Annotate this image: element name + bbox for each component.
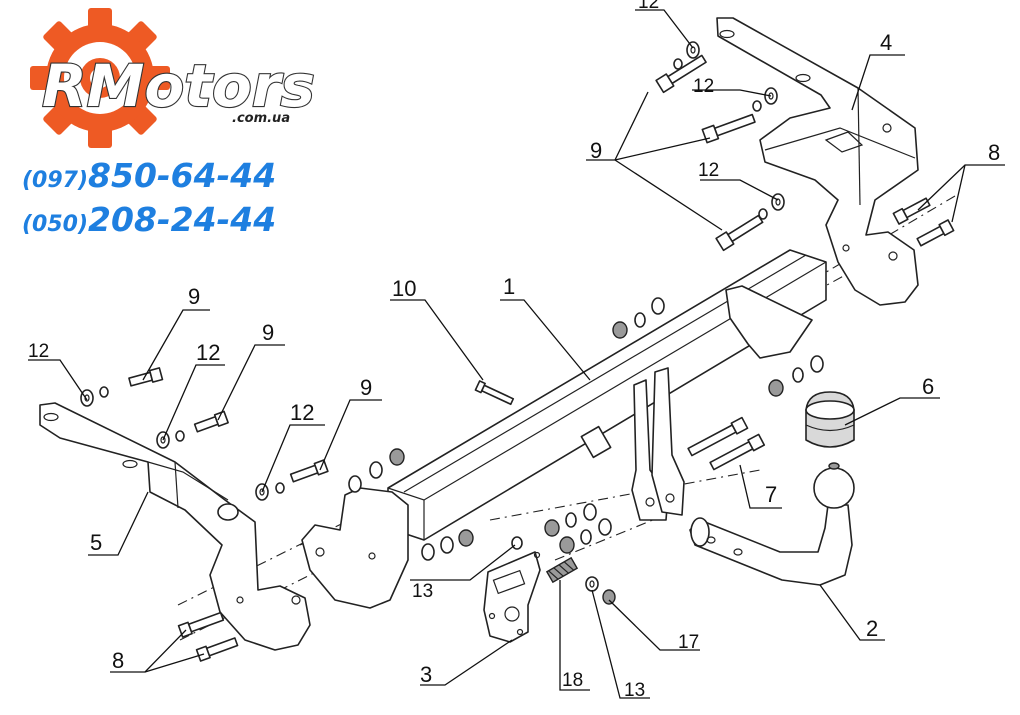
right-mounting-bracket [716,17,919,306]
label-part-3: 3 [420,662,432,687]
spring [545,556,579,584]
label-part-12-top: 12 [638,0,659,13]
label-part-5: 5 [90,530,102,555]
label-part-17: 17 [678,632,699,653]
label-part-18: 18 [562,670,583,691]
label-part-9-mid: 9 [360,375,372,400]
phone-number-1[interactable]: (097)850-64-44 [22,156,276,195]
logo-domain-text: .com.ua [232,111,290,126]
ball-cap [805,391,855,448]
label-part-9-left-a: 9 [188,284,200,309]
phone-2-number: 208-24-44 [88,200,277,239]
label-part-8-left: 8 [112,648,124,673]
label-part-9-top: 9 [590,138,602,163]
label-part-9-left-b: 9 [262,320,274,345]
label-part-8-right: 8 [988,140,1000,165]
towing-hook-arm [689,462,855,586]
left-mounting-bracket [39,402,311,651]
label-part-13-b: 13 [624,680,645,701]
rmotors-logo[interactable]: RMotors .com.ua [30,8,316,148]
gear-icon [30,8,170,148]
socket-plate [483,551,541,643]
label-part-10: 10 [392,276,416,301]
label-part-7: 7 [765,482,777,507]
phone-1-code: (097) [22,168,89,193]
logo-brand-text: RMotors [42,52,315,120]
left-side-plate [301,487,409,609]
label-part-2: 2 [866,616,878,641]
label-part-13-a: 13 [412,581,433,602]
phone-1-number: 850-64-44 [88,156,277,195]
leader-lines [28,9,1005,699]
label-part-12-top-b: 12 [693,76,714,97]
label-part-4: 4 [880,30,892,55]
label-part-12-top-c: 12 [698,160,719,181]
label-part-12-mid: 12 [290,400,314,425]
fasteners [80,41,955,662]
label-part-12-left: 12 [28,341,49,362]
main-crossbar [387,249,827,541]
label-part-1: 1 [503,274,515,299]
phone-number-2[interactable]: (050)208-24-44 [22,200,276,239]
label-part-6: 6 [922,374,934,399]
phone-2-code: (050) [22,212,89,237]
label-part-12-left-b: 12 [196,340,220,365]
part-labels: 1 2 3 4 5 6 7 8 8 9 9 9 9 10 12 12 12 12… [28,0,1000,701]
